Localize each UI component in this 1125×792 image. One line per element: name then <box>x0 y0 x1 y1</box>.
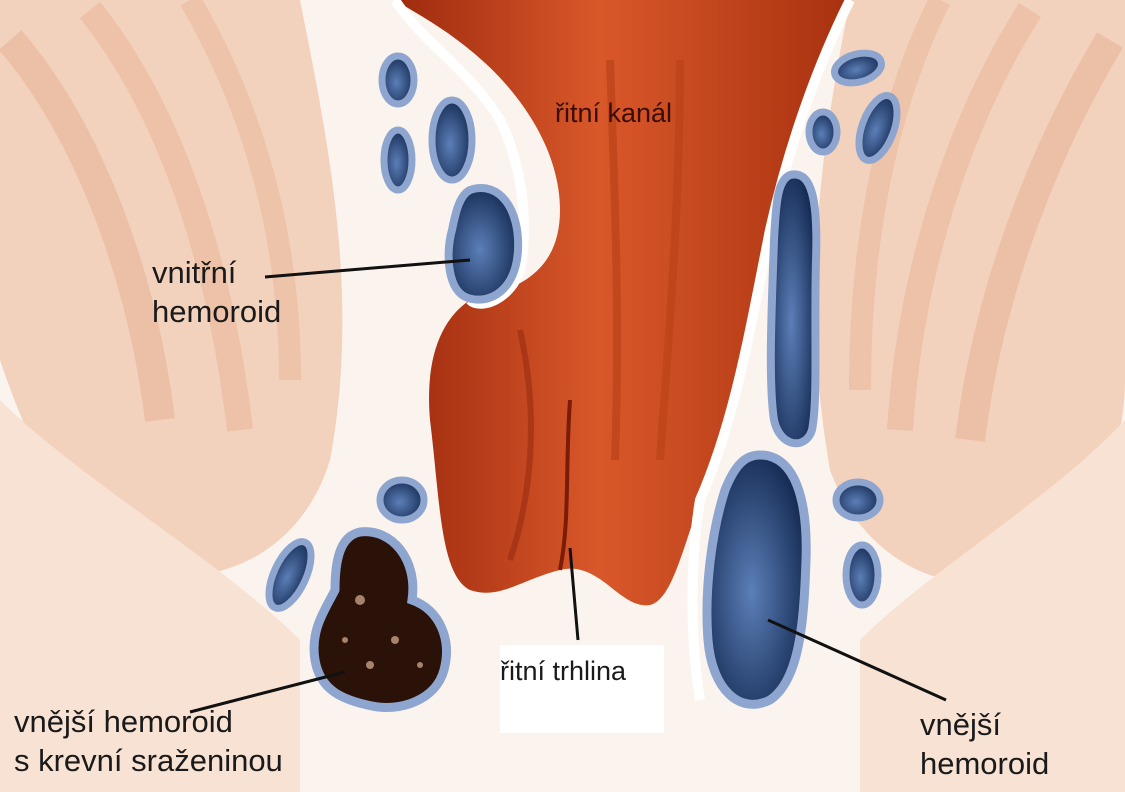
vein <box>382 56 414 104</box>
label-line: hemoroid <box>920 744 1049 783</box>
vein <box>380 480 424 520</box>
vein <box>809 112 837 152</box>
label-external-hemorrhoid: vnější hemoroid <box>920 705 1049 783</box>
label-internal-hemorrhoid: vnitřní hemoroid <box>152 253 281 331</box>
label-line: vnější <box>920 705 1049 744</box>
vein <box>384 130 412 190</box>
vein <box>846 545 878 605</box>
label-line: hemoroid <box>152 292 281 331</box>
internal-hemorrhoid-vein <box>449 188 519 300</box>
label-thrombosed-hemorrhoid: vnější hemoroid s krevní sraženinou <box>14 702 283 780</box>
label-line: s krevní sraženinou <box>14 741 283 780</box>
label-line: vnitřní <box>152 253 281 292</box>
vein <box>771 174 817 443</box>
label-line: vnější hemoroid <box>14 702 283 741</box>
external-hemorrhoid-vein <box>707 455 880 704</box>
label-anal-canal: řitní kanál <box>555 96 672 130</box>
label-anal-fissure: řitní trhlina <box>500 654 626 688</box>
vein <box>432 100 472 180</box>
thrombosed-hemorrhoid <box>314 532 446 708</box>
vein <box>836 482 880 518</box>
